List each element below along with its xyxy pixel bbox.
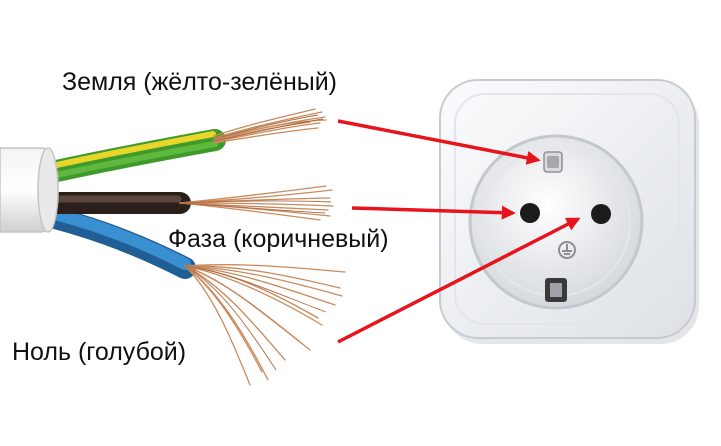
- socket-icon: [439, 79, 699, 344]
- pointer-arrows: [337, 119, 581, 344]
- arrow-neutral: [337, 217, 581, 344]
- arrow-phase: [351, 205, 516, 220]
- arrow-ground: [337, 119, 541, 165]
- label-ground: Земля (жёлто-зелёный): [62, 68, 338, 96]
- label-phase: Фаза (коричневый): [168, 225, 389, 253]
- three-core-cable-icon: [0, 108, 346, 386]
- ground-symbol-icon: [558, 241, 576, 259]
- label-neutral: Ноль (голубой): [12, 338, 187, 366]
